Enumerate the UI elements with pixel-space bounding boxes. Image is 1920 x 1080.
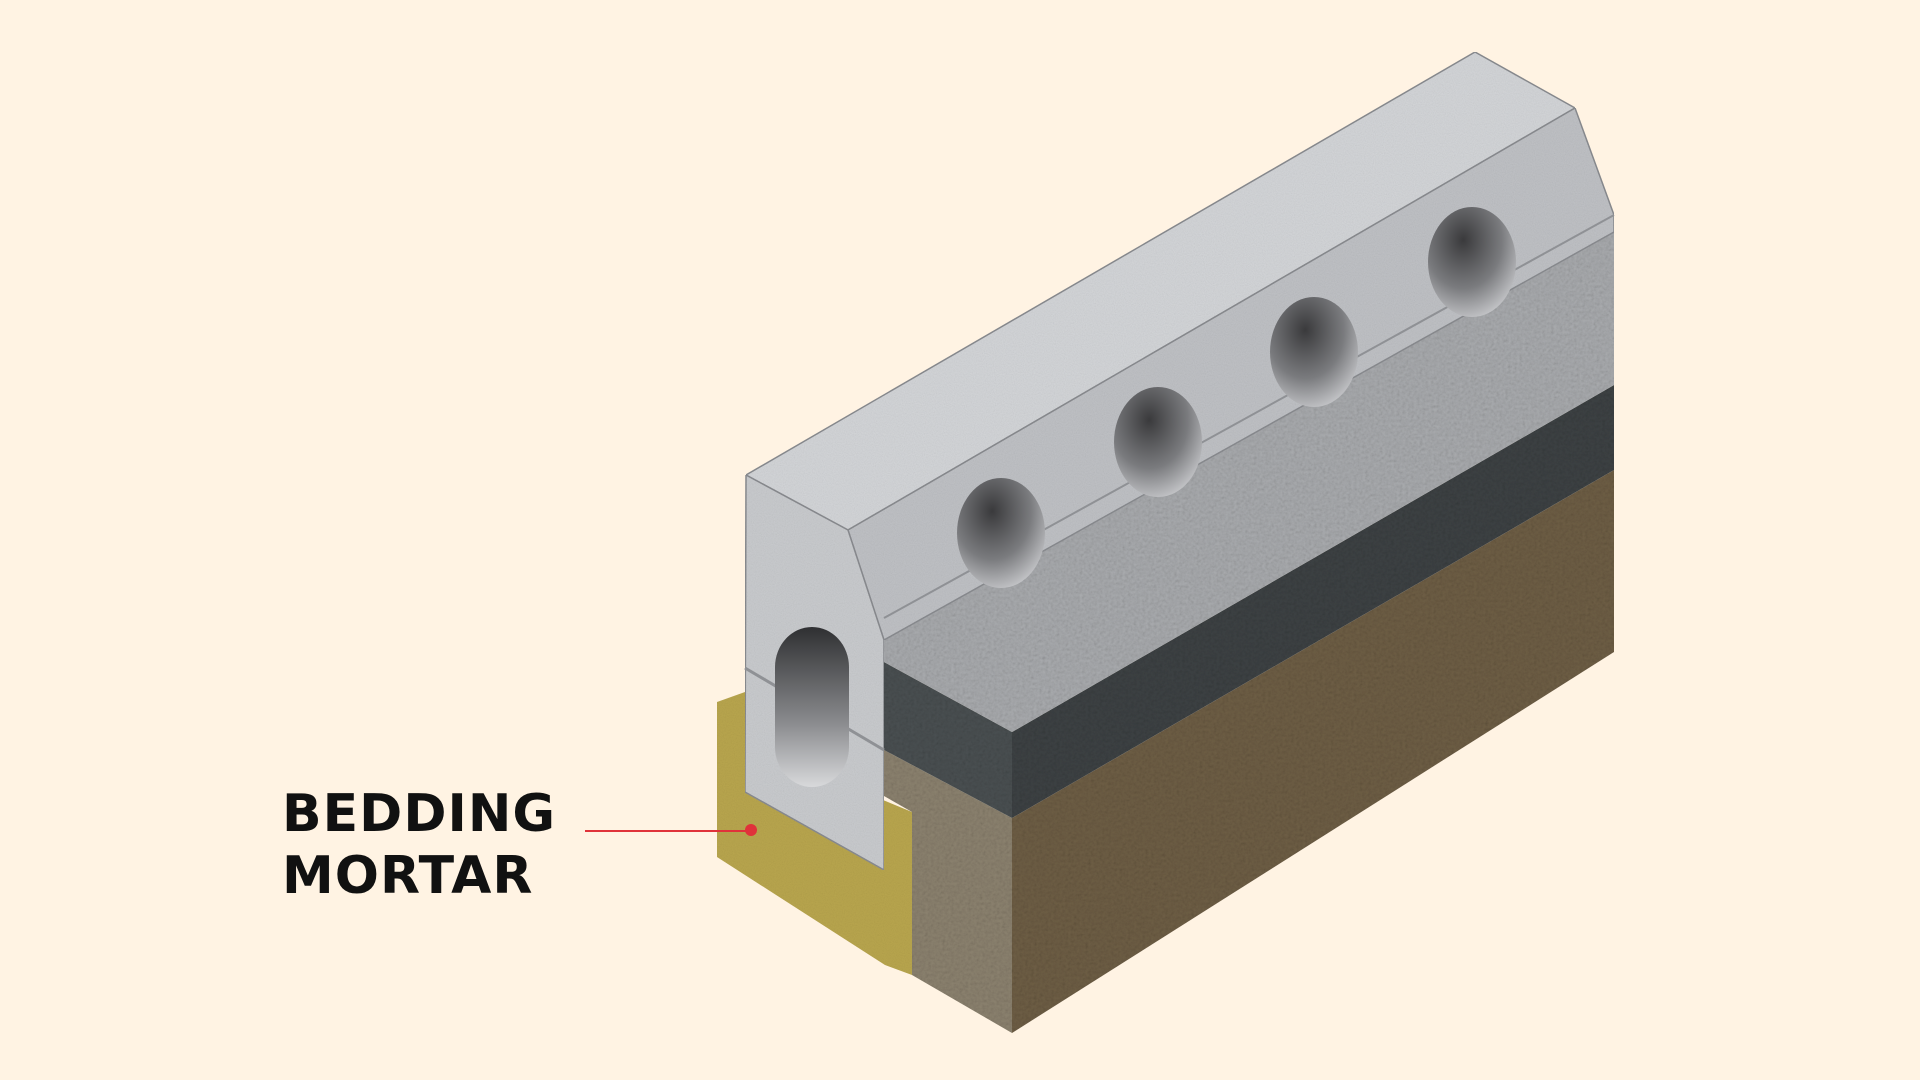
label-line-2: MORTAR bbox=[282, 846, 534, 906]
kerb-drain-hole-4 bbox=[1428, 207, 1516, 317]
binder-course-front-face bbox=[884, 662, 1012, 818]
label-line-1: BEDDING bbox=[282, 784, 557, 844]
subbase-front-face bbox=[884, 750, 1012, 1033]
kerb-drain-hole-2 bbox=[1114, 387, 1202, 497]
subgrade-side-face bbox=[1012, 470, 1614, 1033]
kerb-drain-hole-1 bbox=[957, 478, 1045, 588]
bedding-mortar-label: BEDDING MORTAR bbox=[282, 783, 556, 907]
binder-course-side-face bbox=[1012, 385, 1614, 818]
bedding-mortar-shape bbox=[717, 692, 912, 975]
kerb-drain-hole-3 bbox=[1270, 297, 1358, 407]
surface-course-top bbox=[884, 232, 1614, 732]
callout-leader-dot bbox=[745, 824, 757, 836]
kerb-front-slot bbox=[775, 627, 849, 787]
